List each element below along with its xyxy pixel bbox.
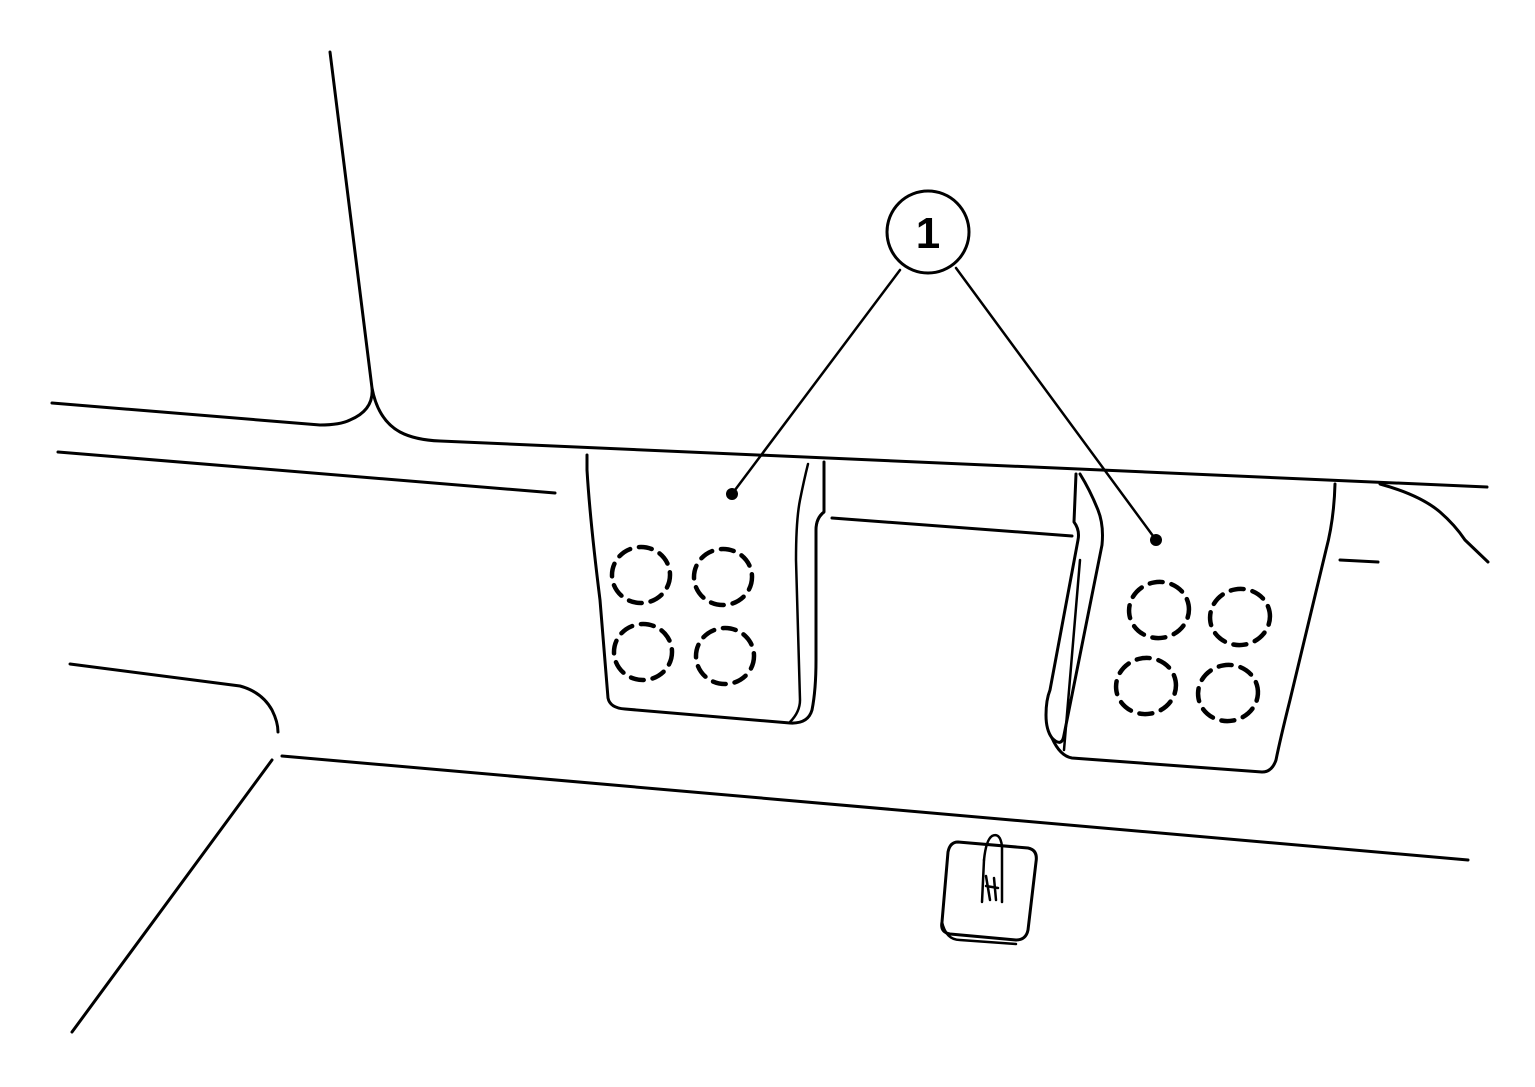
accelerator-pedal-hole-2 [1207,586,1273,648]
left-panel-edge [50,50,374,427]
accelerator-pedal [1044,472,1337,774]
brake-pedal-hole-1 [609,544,673,606]
floor-clip [940,833,1038,946]
callout-1: 1 [730,189,1158,542]
callout-1-label: 1 [916,209,940,258]
callout-1-leader-left [730,268,902,496]
brake-pedal [585,453,826,725]
floor-diagonal [70,758,274,1034]
rail-right-curve [1378,482,1490,564]
rail-lower-edge-left [56,450,557,495]
brake-pedal-hole-4 [693,625,757,687]
callout-1-leader-right [954,266,1158,542]
floor-edge-main [280,754,1470,862]
left-panel-curve [370,386,1489,489]
callout-1-circle [885,189,971,275]
rail-right-short-line [1338,558,1380,564]
floor-edge-upper [68,662,280,734]
accelerator-pedal-hole-3 [1113,655,1179,717]
brake-pedal-hole-3 [611,621,675,683]
accelerator-pedal-hole-1 [1126,579,1192,641]
brake-pedal-hole-2 [691,546,755,608]
accelerator-pedal-hole-4 [1195,662,1261,724]
pedal-bar-lower-line [830,516,1074,538]
